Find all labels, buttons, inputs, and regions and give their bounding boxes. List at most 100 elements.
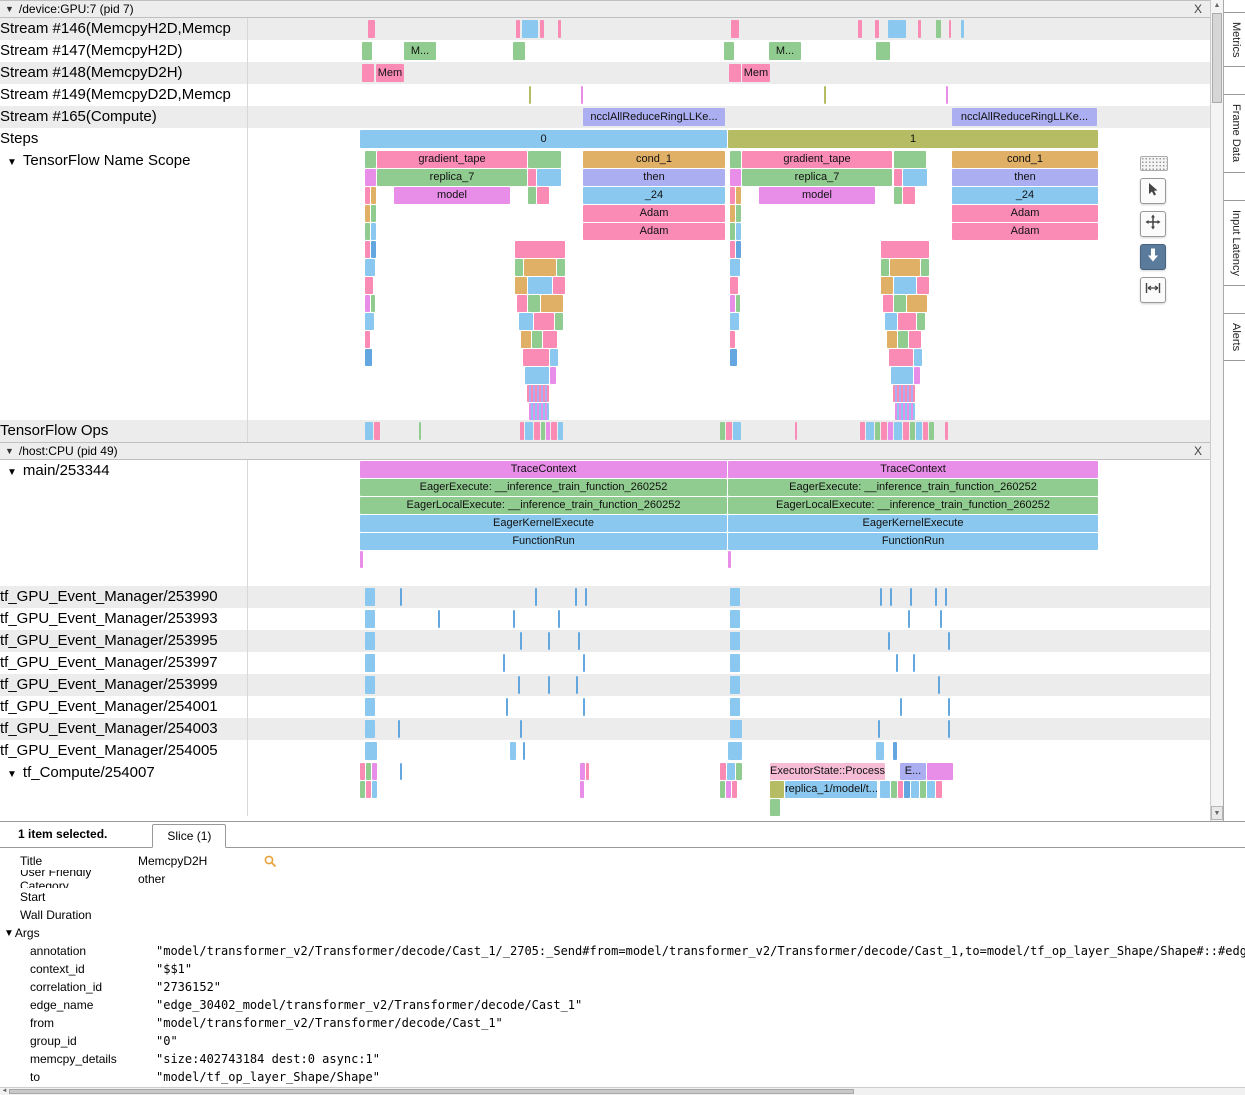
trace-slice[interactable]: replica_7 <box>742 169 892 186</box>
trace-slice[interactable] <box>365 169 376 186</box>
trace-slice[interactable] <box>371 295 375 312</box>
track-label[interactable]: ▼tf_Compute/254007 <box>0 762 248 816</box>
vertical-scrollbar[interactable]: ▲ ▼ <box>1210 0 1223 822</box>
trace-slice[interactable] <box>362 64 374 82</box>
trace-slice[interactable] <box>521 331 531 348</box>
horizontal-scrollbar[interactable]: ◄ <box>0 1087 1245 1095</box>
trace-slice[interactable] <box>438 610 440 628</box>
trace-slice[interactable]: Adam <box>583 223 725 240</box>
trace-slice[interactable] <box>360 551 363 568</box>
trace-slice[interactable] <box>736 187 741 204</box>
trace-slice[interactable]: Mem <box>742 64 770 82</box>
trace-slice[interactable] <box>860 422 865 440</box>
trace-slice[interactable] <box>949 20 951 38</box>
track-canvas[interactable] <box>248 18 1210 40</box>
trace-slice[interactable] <box>365 349 372 366</box>
trace-slice[interactable]: EagerLocalExecute: __inference_train_fun… <box>728 497 1098 514</box>
trace-slice[interactable] <box>548 676 550 694</box>
trace-slice[interactable] <box>365 151 376 168</box>
trace-slice[interactable] <box>527 385 549 402</box>
trace-slice[interactable] <box>876 42 890 60</box>
trace-slice[interactable] <box>724 42 734 60</box>
trace-slice[interactable] <box>528 295 540 312</box>
trace-slice[interactable] <box>518 676 520 694</box>
vertical-scrollbar-thumb[interactable] <box>1212 13 1222 103</box>
trace-slice[interactable] <box>558 20 561 38</box>
trace-slice[interactable] <box>537 169 561 186</box>
trace-slice[interactable] <box>360 781 365 798</box>
trace-slice[interactable] <box>730 720 742 738</box>
trace-slice[interactable]: EagerExecute: __inference_train_function… <box>360 479 727 496</box>
trace-slice[interactable] <box>907 295 927 312</box>
trace-slice[interactable] <box>730 588 740 606</box>
trace-slice[interactable] <box>516 20 520 38</box>
side-tab-frame-data[interactable]: Frame Data <box>1224 94 1245 172</box>
trace-slice[interactable]: Mem <box>376 64 404 82</box>
trace-slice[interactable] <box>878 720 880 738</box>
trace-slice[interactable] <box>733 422 741 440</box>
trace-slice[interactable] <box>866 422 874 440</box>
trace-slice[interactable] <box>824 86 826 104</box>
trace-slice[interactable] <box>927 781 935 798</box>
trace-slice[interactable]: model <box>394 187 510 204</box>
trace-slice[interactable] <box>529 86 531 104</box>
horizontal-scrollbar-thumb[interactable] <box>9 1089 854 1094</box>
zoom-tool-button[interactable] <box>1140 244 1166 270</box>
track-canvas[interactable]: TraceContextTraceContextEagerExecute: __… <box>248 460 1210 586</box>
trace-slice[interactable] <box>728 551 731 568</box>
trace-slice[interactable]: model <box>759 187 875 204</box>
trace-slice[interactable] <box>894 295 906 312</box>
trace-slice[interactable] <box>945 588 947 606</box>
trace-slice[interactable] <box>535 588 537 606</box>
trace-slice[interactable] <box>371 187 376 204</box>
track-canvas[interactable] <box>248 586 1210 608</box>
expand-icon[interactable]: ▼ <box>7 154 17 172</box>
trace-slice[interactable] <box>578 632 580 650</box>
trace-slice[interactable] <box>917 313 925 330</box>
trace-slice[interactable] <box>550 349 558 366</box>
trace-slice[interactable] <box>528 187 536 204</box>
track-canvas[interactable] <box>248 420 1210 442</box>
trace-slice[interactable] <box>881 422 887 440</box>
trace-slice[interactable] <box>883 295 893 312</box>
trace-slice[interactable]: gradient_tape <box>377 151 527 168</box>
trace-slice[interactable]: TraceContext <box>728 461 1098 478</box>
trace-slice[interactable] <box>736 223 741 240</box>
trace-slice[interactable] <box>909 331 921 348</box>
trace-slice[interactable] <box>372 781 377 798</box>
trace-slice[interactable] <box>948 632 950 650</box>
trace-slice[interactable] <box>881 277 893 294</box>
track-canvas[interactable]: M...M... <box>248 40 1210 62</box>
trace-slice[interactable] <box>523 349 549 366</box>
trace-slice[interactable] <box>903 187 915 204</box>
trace-slice[interactable] <box>730 313 739 330</box>
trace-slice[interactable] <box>730 259 740 276</box>
trace-slice[interactable] <box>523 742 525 760</box>
trace-slice[interactable] <box>875 422 880 440</box>
trace-slice[interactable]: EagerLocalExecute: __inference_train_fun… <box>360 497 727 514</box>
trace-slice[interactable] <box>890 588 892 606</box>
trace-slice[interactable] <box>936 781 942 798</box>
trace-slice[interactable] <box>398 720 400 738</box>
trace-slice[interactable] <box>555 313 563 330</box>
trace-slice[interactable] <box>730 610 740 628</box>
trace-slice[interactable] <box>366 763 371 780</box>
trace-slice[interactable] <box>795 422 797 440</box>
track-canvas[interactable] <box>248 652 1210 674</box>
trace-slice[interactable] <box>365 205 370 222</box>
trace-slice[interactable] <box>894 169 902 186</box>
track-canvas[interactable] <box>248 674 1210 696</box>
trace-slice[interactable] <box>910 422 915 440</box>
trace-slice[interactable] <box>372 763 377 780</box>
trace-slice[interactable] <box>365 259 375 276</box>
trace-slice[interactable] <box>371 205 376 222</box>
trace-slice[interactable] <box>730 632 740 650</box>
trace-slice[interactable] <box>728 742 742 760</box>
trace-slice[interactable]: FunctionRun <box>728 533 1098 550</box>
trace-slice[interactable] <box>894 151 926 168</box>
trace-slice[interactable] <box>908 610 910 628</box>
section-header[interactable]: ▼/device:GPU:7 (pid 7)X <box>0 0 1210 18</box>
trace-slice[interactable]: then <box>583 169 725 186</box>
track-label[interactable]: ▼TensorFlow Name Scope <box>0 150 248 420</box>
trace-slice[interactable]: gradient_tape <box>742 151 892 168</box>
